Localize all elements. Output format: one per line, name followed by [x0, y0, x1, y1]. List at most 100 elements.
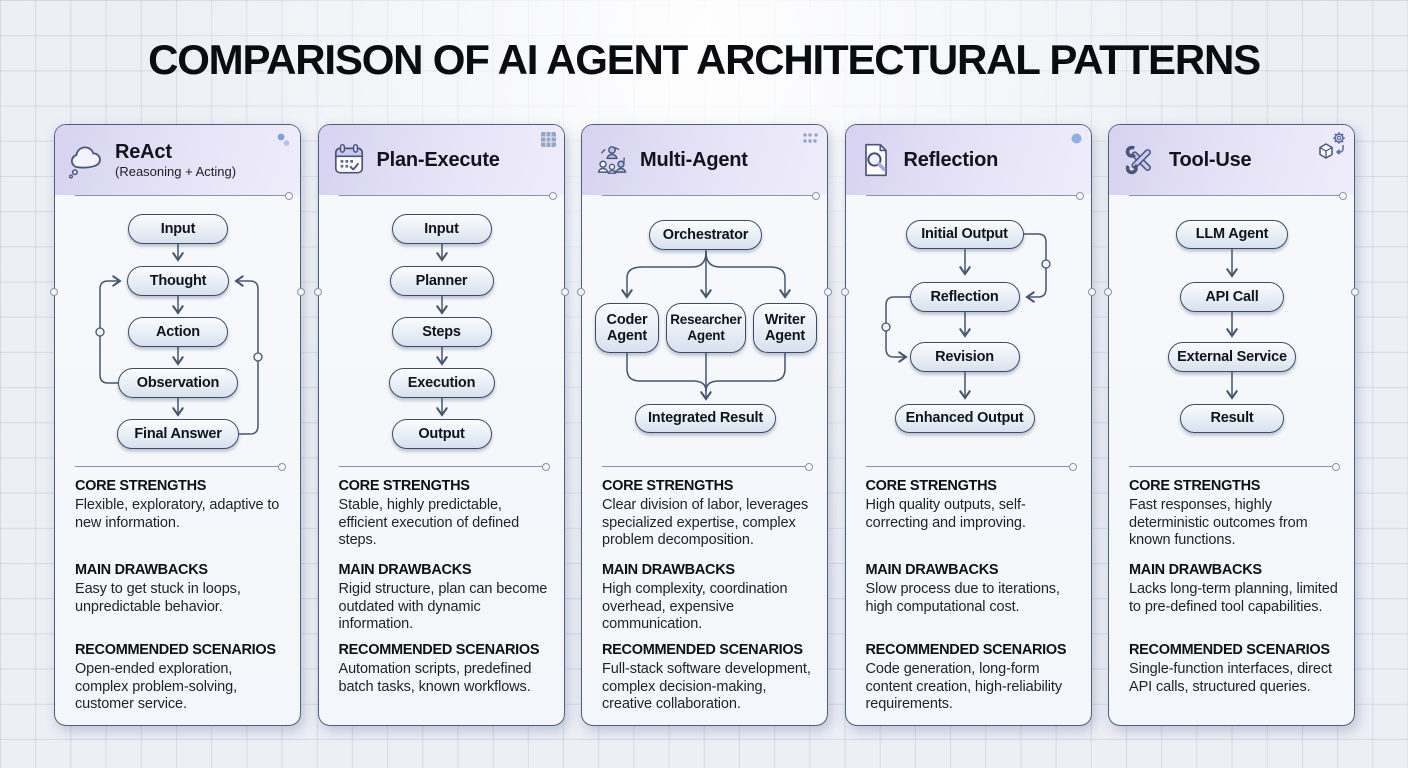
section-body: Full-stack software development, complex…: [602, 661, 811, 713]
section-body: Fast responses, highly deterministic out…: [1129, 497, 1308, 549]
flow-node: Enhanced Output: [894, 404, 1035, 433]
right-port-dot: [560, 288, 569, 296]
section-heading: MAIN DRAWBACKS: [338, 562, 472, 578]
flow-reflection: Initial Output Reflection Revision Enhan…: [846, 196, 1093, 464]
section-heading: MAIN DRAWBACKS: [75, 562, 208, 578]
header-divider: [1129, 192, 1347, 200]
section-heading: MAIN DRAWBACKS: [865, 562, 999, 578]
card-title: Plan-Execute: [376, 149, 500, 171]
dot-icon: [1070, 132, 1083, 145]
flow-multi-agent: Orchestrator Coder Agent Researcher Agen…: [582, 196, 829, 464]
section-body: Slow process due to iterations, high com…: [865, 581, 1060, 615]
flow-node: Writer Agent: [753, 303, 817, 353]
section-divider: [1129, 463, 1340, 471]
section-heading: RECOMMENDED SCENARIOS: [1129, 642, 1330, 658]
flow-node: Initial Output: [905, 220, 1024, 249]
section-body: Lacks long-term planning, limited to pre…: [1129, 581, 1338, 615]
flow-node: Steps: [391, 317, 492, 347]
recommended-scenarios-section: RECOMMENDED SCENARIOS Automation scripts…: [339, 641, 552, 696]
section-heading: CORE STRENGTHS: [338, 478, 470, 494]
right-port-dot: [824, 288, 832, 296]
flow-node: Orchestrator: [649, 220, 762, 250]
header-divider: [865, 192, 1084, 200]
main-drawbacks-section: MAIN DRAWBACKS Slow process due to itera…: [866, 561, 1079, 641]
flow-plan-execute: Input Planner Steps Execution Output: [319, 196, 566, 464]
core-strengths-section: CORE STRENGTHS Stable, highly predictabl…: [339, 477, 552, 561]
card-plan-execute-sections: CORE STRENGTHS Stable, highly predictabl…: [339, 477, 552, 696]
main-drawbacks-section: MAIN DRAWBACKS Lacks long-term planning,…: [1129, 561, 1342, 641]
card-plan-execute: Plan-Execute Input Planner Steps Executi…: [313, 124, 569, 726]
card-multi-agent: Multi-Agent: [577, 124, 832, 726]
card-multi-agent-sections: CORE STRENGTHS Clear division of labor, …: [602, 477, 815, 714]
section-heading: RECOMMENDED SCENARIOS: [75, 642, 276, 658]
section-divider: [338, 463, 550, 471]
card-subtitle: (Reasoning + Acting): [115, 164, 237, 179]
flow-node: Observation: [118, 368, 238, 398]
card-react-sections: CORE STRENGTHS Flexible, exploratory, ad…: [75, 477, 288, 714]
page-title: COMPARISON OF AI AGENT ARCHITECTURAL PAT…: [148, 36, 1261, 83]
core-strengths-section: CORE STRENGTHS Fast responses, highly de…: [1129, 477, 1342, 561]
card-plan-execute-header: Plan-Execute: [318, 125, 564, 195]
section-body: Clear division of labor, leverages speci…: [602, 497, 809, 549]
left-port-dot: [50, 288, 58, 296]
flow-arrows: [880, 233, 1051, 400]
flow-arrows: [621, 249, 791, 401]
card-tool-use: Tool-Use: [1104, 124, 1359, 726]
main-drawbacks-section: MAIN DRAWBACKS Easy to get stuck in loop…: [75, 561, 288, 641]
left-port-dot: [577, 288, 585, 296]
card-reflection: Reflection Initial Output Reflection Re: [840, 124, 1096, 726]
section-body: High quality outputs, self-correcting an…: [865, 497, 1026, 531]
card-reflection-sections: CORE STRENGTHS High quality outputs, sel…: [866, 477, 1079, 714]
section-heading: CORE STRENGTHS: [75, 478, 207, 494]
section-heading: RECOMMENDED SCENARIOS: [338, 642, 540, 658]
flow-node: Thought: [127, 266, 229, 296]
section-body: Single-function interfaces, direct API c…: [1129, 661, 1332, 695]
cube-gear-icon: [1315, 129, 1349, 163]
people-network-icon: [593, 141, 631, 179]
dot-cluster-icon: [801, 132, 819, 146]
crossed-wrenches-icon: [1120, 140, 1160, 180]
left-port-dot: [1104, 288, 1112, 296]
card-title: Reflection: [903, 149, 999, 171]
flow-node: API Call: [1180, 282, 1284, 312]
section-body: Automation scripts, predefined batch tas…: [338, 661, 532, 695]
left-port-dot: [313, 288, 322, 296]
flow-node: External Service: [1168, 342, 1296, 372]
thought-cloud-icon: [66, 140, 106, 180]
flow-arrows: [95, 243, 263, 435]
section-heading: MAIN DRAWBACKS: [1129, 562, 1262, 578]
main-drawbacks-section: MAIN DRAWBACKS Rigid structure, plan can…: [339, 561, 552, 641]
core-strengths-section: CORE STRENGTHS High quality outputs, sel…: [866, 477, 1079, 561]
section-divider: [75, 463, 286, 471]
core-strengths-section: CORE STRENGTHS Flexible, exploratory, ad…: [75, 477, 288, 561]
pattern-cards: ReAct (Reasoning + Acting): [50, 124, 1359, 726]
flow-node: Integrated Result: [635, 404, 776, 433]
section-heading: MAIN DRAWBACKS: [602, 562, 735, 578]
card-multi-agent-header: Multi-Agent: [582, 125, 827, 195]
right-port-dot: [1087, 288, 1096, 296]
section-body: Stable, highly predictable, efficient ex…: [338, 497, 520, 549]
section-body: Rigid structure, plan can become outdate…: [338, 581, 548, 633]
card-title: ReAct: [115, 141, 172, 163]
flow-node: Execution: [388, 368, 495, 398]
flow-tool-use: LLM Agent API Call External Service Resu…: [1109, 196, 1356, 464]
flow-arrows: [435, 243, 448, 417]
flow-node: Final Answer: [117, 419, 239, 449]
card-title: Tool-Use: [1169, 149, 1252, 171]
recommended-scenarios-section: RECOMMENDED SCENARIOS Open-ended explora…: [75, 641, 288, 714]
right-port-dot: [297, 288, 305, 296]
recommended-scenarios-section: RECOMMENDED SCENARIOS Code generation, l…: [866, 641, 1079, 714]
recommended-scenarios-section: RECOMMENDED SCENARIOS Full-stack softwar…: [602, 641, 815, 714]
section-body: Easy to get stuck in loops, unpredictabl…: [75, 581, 241, 615]
flow-node: Result: [1180, 404, 1284, 433]
header-divider: [338, 192, 557, 200]
document-magnifier-icon: [857, 141, 895, 179]
calendar-check-icon: [330, 141, 368, 179]
section-divider: [602, 463, 813, 471]
section-heading: CORE STRENGTHS: [865, 478, 997, 494]
card-tool-use-sections: CORE STRENGTHS Fast responses, highly de…: [1129, 477, 1342, 696]
flow-node: Revision: [909, 342, 1020, 372]
flow-node: LLM Agent: [1176, 220, 1288, 249]
recommended-scenarios-section: RECOMMENDED SCENARIOS Single-function in…: [1129, 641, 1342, 696]
section-body: Open-ended exploration, complex problem-…: [75, 661, 237, 713]
